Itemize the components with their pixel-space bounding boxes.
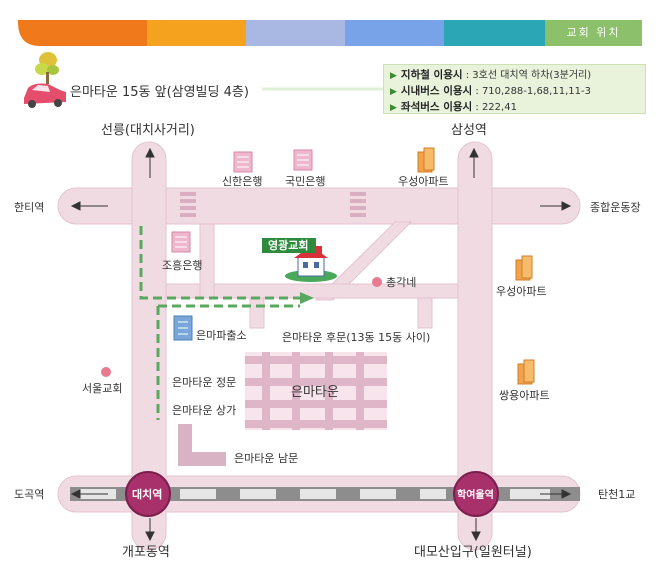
shopping-mall-label: 은마타운 상가	[172, 404, 236, 417]
daechi-station-label: 대치역	[132, 487, 162, 501]
header-segment-green	[545, 20, 642, 46]
route-arrow	[300, 292, 314, 304]
triangle-bullet-icon: ▶	[390, 87, 397, 97]
police-station-label: 은마파출소	[196, 329, 247, 342]
woosung-apartment-right-icon	[515, 255, 533, 281]
triangle-bullet-icon: ▶	[390, 71, 397, 81]
daechi-station-marker	[125, 471, 171, 517]
main-gate-label: 은마타운 정문	[172, 376, 236, 389]
transit-value: : 222,41	[475, 102, 517, 113]
kookmin-bank-building-icon	[293, 149, 313, 171]
crosswalk-right	[350, 192, 366, 217]
transit-value: : 3호선 대치역 하차(3분거리)	[465, 70, 592, 81]
transit-row-city-bus: ▶시내버스 이용시 : 710,288-1,68,11,11-3	[390, 84, 639, 100]
car-with-tree-icon	[24, 52, 66, 108]
eunma-south-gate-path	[178, 424, 226, 466]
chohung-bank-label: 조흥은행	[162, 258, 202, 272]
diagonal-road	[314, 221, 413, 301]
header-segment-teal	[444, 20, 545, 46]
transit-row-subway: ▶지하철 이용시 : 3호선 대치역 하차(3분거리)	[390, 68, 639, 84]
transit-key: 좌석버스 이용시	[400, 101, 473, 113]
header-segment-amber	[147, 20, 246, 46]
back-gate-label: 은마타운 후문(13동 15동 사이)	[282, 331, 430, 344]
triangle-bullet-icon: ▶	[390, 103, 397, 113]
route-path	[139, 226, 300, 420]
police-station-building-icon	[173, 315, 193, 341]
church-label-box	[262, 238, 316, 253]
transit-row-seat-bus: ▶좌석버스 이용시 : 222,41	[390, 100, 639, 116]
seoul-church-label: 서울교회	[82, 382, 122, 395]
shinhan-bank-building-icon	[233, 151, 253, 173]
inner-road-right	[417, 297, 433, 329]
header-segment-blue	[345, 20, 444, 46]
seoul-church-marker-icon	[101, 367, 111, 377]
hanti-label: 한티역	[14, 201, 44, 214]
hakyeoul-station-marker	[453, 471, 499, 517]
eunma-town-label: 은마타운	[291, 385, 339, 400]
sports-complex-label: 종합운동장	[590, 201, 641, 214]
kookmin-bank-label: 국민은행	[285, 175, 325, 188]
south-gate-label: 은마타운 남문	[234, 452, 298, 465]
samseong-label: 삼성역	[451, 123, 487, 138]
header-color-bar	[18, 20, 642, 46]
page-title: 교회 위치	[566, 26, 621, 39]
crosswalk-left	[180, 192, 196, 217]
shinhan-bank-label: 신한은행	[222, 175, 262, 188]
direction-arrows	[70, 147, 572, 542]
east-vertical-road	[457, 141, 493, 551]
woosung-apartment-top-icon	[417, 147, 435, 173]
start-location-label: 은마타운 15동 앞(삼영빌딩 4층)	[70, 85, 249, 100]
transit-key: 시내버스 이용시	[400, 85, 473, 97]
header-segment-orange	[18, 20, 147, 46]
chohung-bank-building-icon	[171, 231, 191, 253]
hakyeoul-station-label: 학여울역	[457, 488, 494, 501]
transit-key: 지하철 이용시	[400, 69, 463, 81]
inner-road-left	[199, 223, 215, 299]
chonggak-marker-icon	[372, 277, 382, 287]
eunma-town-block	[245, 352, 387, 430]
woosung-apartment-right-label: 우성아파트	[496, 285, 547, 298]
ssangyong-apartment-label: 쌍용아파트	[499, 389, 550, 402]
seolleung-label: 선릉(대치사거리)	[101, 123, 195, 138]
header-segment-lavender	[246, 20, 345, 46]
chonggak-label: 총각네	[386, 276, 416, 289]
tancheon-label: 탄천1교	[598, 487, 635, 501]
church-label: 영광교회	[268, 238, 308, 252]
woosung-apartment-top-label: 우성아파트	[398, 175, 449, 188]
daemosan-label: 대모산입구(일원터널)	[414, 545, 532, 560]
transit-info-box: ▶지하철 이용시 : 3호선 대치역 하차(3분거리) ▶시내버스 이용시 : …	[383, 64, 646, 114]
transit-value: : 710,288-1,68,11,11-3	[475, 86, 591, 97]
inner-road-back-gate	[249, 297, 265, 329]
gaepo-label: 개포동역	[122, 545, 170, 560]
dogok-label: 도곡역	[14, 488, 44, 501]
ssangyong-apartment-icon	[517, 359, 535, 385]
